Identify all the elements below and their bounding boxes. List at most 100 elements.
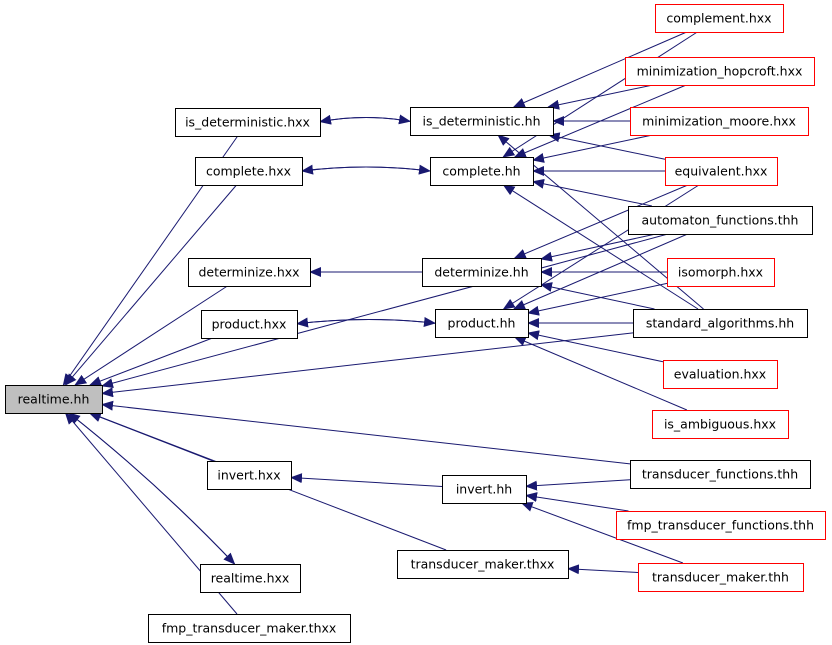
edge-min_moore_hxx-to-complete_hh [532,134,653,163]
edge-equivalent_hxx-to-determinize_hh [513,184,688,259]
edge-complete_hxx-to-complete_hh [301,164,431,175]
node-auto-fn-thh[interactable]: automaton_functions.thh [628,206,813,235]
node-box[interactable] [410,107,554,136]
node-product-hxx[interactable]: product.hxx [201,310,298,339]
node-box[interactable] [630,107,809,136]
node-invert-hxx[interactable]: invert.hxx [207,461,292,490]
edge-complement_hxx-to-complete_hh [502,31,698,158]
node-label: is_deterministic.hxx [185,115,310,130]
edge-product_hxx-to-product_hh [296,317,436,327]
node-is-amb-hxx[interactable]: is_ambiguous.hxx [652,410,789,439]
node-fmp-trans-fn-thh[interactable]: fmp_transducer_functions.thh [616,511,826,540]
node-label: fmp_transducer_maker.thxx [162,621,337,636]
edge-auto_fn_thh-to-product_hh [512,233,688,310]
node-label: equivalent.hxx [675,164,768,179]
node-box[interactable] [435,309,529,338]
edge-tm_thh-to-tm_thxx [567,564,639,575]
node-trans-fn-thh[interactable]: transducer_functions.thh [630,460,811,489]
node-box[interactable] [148,614,351,643]
edge-std_alg_hh-to-realtime_hh [101,332,634,398]
node-label: is_deterministic.hh [423,114,541,129]
edge-auto_fn_thh-to-complete_hh [532,178,653,207]
node-complete-hxx[interactable]: complete.hxx [195,157,303,186]
edge-evaluation_hxx-to-product_hh [527,330,664,363]
node-complete-hh[interactable]: complete.hh [430,157,534,186]
node-tm-thh[interactable]: transducer_maker.thh [638,563,804,592]
node-determinize-hh[interactable]: determinize.hh [422,258,542,287]
edge-tm_thh-to-invert_hh [520,502,684,564]
node-label: minimization_hopcroft.hxx [637,64,803,79]
node-label: product.hxx [212,317,287,332]
node-box[interactable] [442,475,527,504]
node-box[interactable] [430,157,534,186]
node-equivalent-hxx[interactable]: equivalent.hxx [665,157,778,186]
edge-std_alg_hh-to-determinize_hh [540,282,655,310]
node-label: transducer_functions.thh [642,467,798,482]
node-label: product.hh [448,316,516,331]
edge-min_hop_hxx-to-complete_hh [513,84,687,158]
node-label: transducer_maker.thh [652,570,789,585]
edge-realtime_hh-to-realtime_hxx [68,412,236,565]
node-box[interactable] [188,258,311,287]
node-box[interactable] [200,564,301,593]
node-label: transducer_maker.thxx [411,557,555,572]
node-box[interactable] [663,360,778,389]
node-std-alg-hh[interactable]: standard_algorithms.hh [633,309,808,338]
node-box[interactable] [665,157,778,186]
node-label: determinize.hh [434,265,528,280]
node-min-moore-hxx[interactable]: minimization_moore.hxx [630,107,809,136]
node-box[interactable] [616,511,826,540]
node-box[interactable] [201,310,298,339]
node-box[interactable] [633,309,808,338]
node-box[interactable] [175,108,321,137]
node-box[interactable] [655,4,784,33]
node-label: standard_algorithms.hh [646,316,794,331]
node-box[interactable] [625,57,815,86]
node-label: determinize.hxx [198,265,299,280]
edge-isomorph_hxx-to-product_hh [527,282,668,316]
node-product-hh[interactable]: product.hh [435,309,529,338]
node-box[interactable] [5,385,103,414]
node-realtime-hxx[interactable]: realtime.hxx [200,564,301,593]
node-label: evaluation.hxx [674,367,766,382]
node-box[interactable] [195,157,303,186]
node-label: isomorph.hxx [678,265,763,280]
node-box[interactable] [207,461,292,490]
node-label: realtime.hh [18,392,90,407]
node-box[interactable] [667,258,775,287]
edge-min_hop_hxx-to-is_det_hh [547,84,654,110]
node-isomorph-hxx[interactable]: isomorph.hxx [667,258,775,287]
node-label: fmp_transducer_functions.thh [627,518,814,533]
node-label: invert.hxx [217,468,280,483]
edge-auto_fn_thh-to-realtime_hh [101,233,669,388]
node-box[interactable] [397,550,569,579]
node-label: automaton_functions.thh [642,213,799,228]
node-min-hop-hxx[interactable]: minimization_hopcroft.hxx [625,57,815,86]
node-invert-hh[interactable]: invert.hh [442,475,527,504]
node-evaluation-hxx[interactable]: evaluation.hxx [663,360,778,389]
node-box[interactable] [630,460,811,489]
node-tm-thxx[interactable]: transducer_maker.thxx [397,550,569,579]
node-box[interactable] [652,410,789,439]
node-realtime-hh[interactable]: realtime.hh [5,385,103,414]
edge-is_amb_hxx-to-product_hh [513,336,688,411]
node-box[interactable] [422,258,542,287]
node-label: complement.hxx [666,11,771,26]
edge-is_det_hxx-to-is_det_hh [319,114,411,125]
node-is-det-hxx[interactable]: is_deterministic.hxx [175,108,321,137]
node-box[interactable] [628,206,813,235]
node-determinize-hxx[interactable]: determinize.hxx [188,258,311,287]
node-label: minimization_moore.hxx [642,114,796,129]
edge-trans_fn_thh-to-realtime_hh [101,400,631,465]
node-complement-hxx[interactable]: complement.hxx [655,4,784,33]
edge-auto_fn_thh-to-determinize_hh [540,233,656,262]
node-fmp-tm-thxx[interactable]: fmp_transducer_maker.thxx [148,614,351,643]
node-box[interactable] [638,563,804,592]
node-label: is_ambiguous.hxx [664,417,776,432]
edge-equivalent_hxx-to-product_hh [502,184,700,310]
edge-complete_hxx-to-realtime_hh [64,184,237,386]
node-is-det-hh[interactable]: is_deterministic.hh [410,107,554,136]
edge-fmp_trans_fn_thh-to-invert_hh [525,492,629,512]
edge-invert_hh-to-invert_hxx [290,473,443,487]
